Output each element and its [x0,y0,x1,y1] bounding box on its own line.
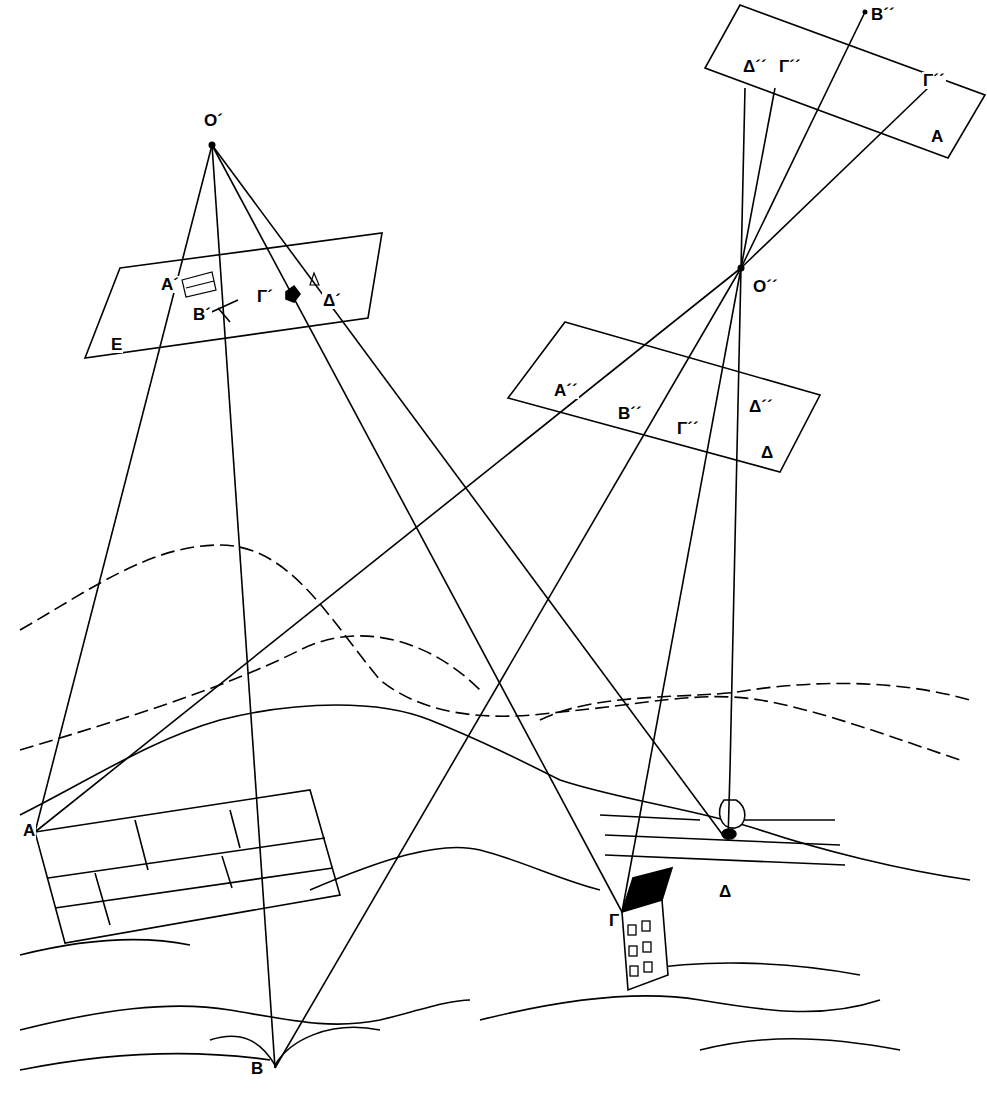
point-label: B [250,1060,264,1077]
point-label: A [22,822,36,839]
point-label: B´´ [870,6,896,23]
point-label: B´´ [617,405,643,422]
point-label: Γ´´ [676,420,700,437]
point-label: Γ´´ [778,58,802,75]
point-label: Γ´ [256,288,274,305]
point-label: Γ [608,912,620,929]
point-label: Δ´ [322,292,342,309]
point-label: O´ [203,112,224,129]
point-label: B´ [192,306,212,323]
point-label: Δ [760,444,774,461]
point-label: Γ´´ [922,72,946,89]
point-label: A [930,128,944,145]
point-label: E [110,336,123,353]
point-label: Δ´´ [748,398,774,415]
point-label: A´ [160,276,180,293]
point-label: A´´ [553,382,579,399]
point-label: O´´ [752,278,779,295]
point-label: Δ [718,883,732,900]
point-label: Δ´´ [742,58,768,75]
